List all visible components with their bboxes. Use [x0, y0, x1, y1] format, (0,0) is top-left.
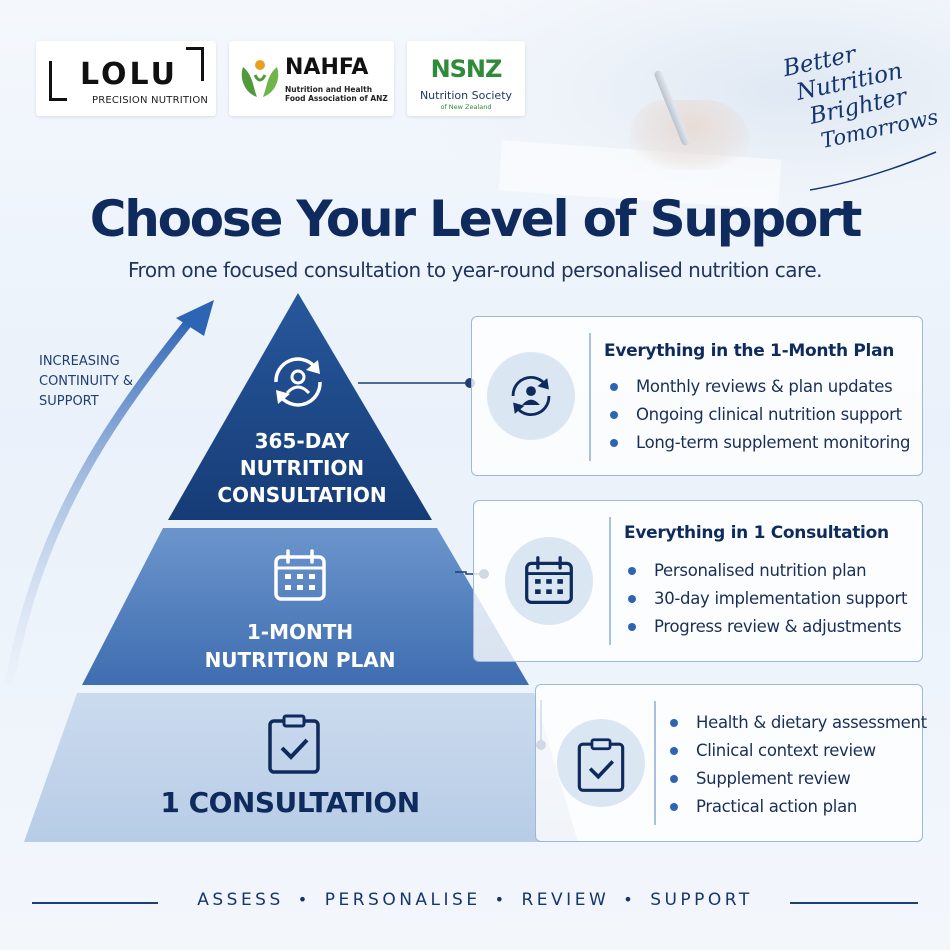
- card-single-divider: [654, 701, 656, 825]
- card-annual-plan: Everything in the 1-Month Plan Monthly r…: [471, 316, 923, 476]
- card-monthly-icon-circle: [505, 537, 593, 625]
- list-item: Practical action plan: [668, 793, 927, 821]
- card-annual-divider: [589, 333, 591, 461]
- page-title: Choose Your Level of Support: [89, 190, 863, 248]
- footer-word-personalise: PERSONALISE: [324, 890, 481, 910]
- lolu-subtitle: PRECISION NUTRITION: [92, 95, 209, 106]
- list-item: Monthly reviews & plan updates: [608, 373, 910, 401]
- tier-middle-line1: 1-MONTH: [246, 620, 354, 644]
- background-hand: [630, 100, 750, 170]
- tier-middle-label: 1-MONTH NUTRITION PLAN: [130, 618, 470, 674]
- nahfa-subtitle-line2: Food Association of ANZ: [285, 94, 388, 103]
- clipboard-check-icon: [577, 738, 625, 792]
- nsnz-wordmark: NSNZ: [430, 55, 503, 83]
- tagline-swash: [809, 151, 937, 191]
- nahfa-logo: NAHFA Nutrition and Health Food Associat…: [229, 41, 394, 116]
- card-monthly-divider: [609, 517, 611, 645]
- nahfa-leaf-icon: [241, 60, 279, 97]
- refresh-user-icon: [274, 357, 322, 407]
- nsnz-subtitle: of New Zealand: [440, 103, 492, 111]
- footer-separator: •: [494, 890, 508, 909]
- list-item: Personalised nutrition plan: [626, 557, 907, 585]
- continuity-label-line1: INCREASING: [39, 354, 120, 369]
- list-item: 30-day implementation support: [626, 585, 907, 613]
- nsnz-name: Nutrition Society: [419, 89, 513, 102]
- page-subtitle: From one focused consultation to year-ro…: [128, 258, 823, 282]
- card-monthly-list: Personalised nutrition plan 30-day imple…: [626, 557, 907, 641]
- continuity-label-line2: CONTINUITY &: [39, 374, 134, 389]
- continuity-arrow: [5, 313, 197, 685]
- list-item: Ongoing clinical nutrition support: [608, 401, 910, 429]
- card-monthly-plan: Everything in 1 Consultation Personalise…: [473, 500, 923, 662]
- footer-line-right: [790, 902, 918, 904]
- tier-top-line3: CONSULTATION: [217, 483, 387, 507]
- calendar-icon: [525, 556, 573, 604]
- tier-middle-line2: NUTRITION PLAN: [204, 648, 396, 672]
- calendar-icon: [274, 549, 326, 601]
- continuity-label: INCREASING CONTINUITY & SUPPORT: [39, 352, 133, 412]
- lolu-bracket-right: [186, 47, 204, 81]
- card-annual-list: Monthly reviews & plan updates Ongoing c…: [608, 373, 911, 457]
- clipboard-check-icon: [268, 714, 320, 774]
- lolu-logo: LOLU PRECISION NUTRITION: [36, 41, 216, 116]
- card-monthly-heading: Everything in 1 Consultation: [624, 523, 889, 543]
- tier-bottom-shape: [24, 693, 578, 842]
- tier-top-line2: NUTRITION: [239, 456, 365, 480]
- footer-word-review: REVIEW: [521, 890, 610, 910]
- footer-word-assess: ASSESS: [197, 890, 284, 910]
- footer-separator: •: [297, 890, 311, 909]
- tier-top-line1: 365-DAY: [254, 429, 350, 453]
- list-item: Health & dietary assessment: [668, 709, 927, 737]
- list-item: Progress review & adjustments: [626, 613, 907, 641]
- continuity-arrowhead: [176, 300, 214, 336]
- list-item: Supplement review: [668, 765, 927, 793]
- refresh-user-icon: [511, 375, 551, 417]
- footer-word-support: SUPPORT: [650, 890, 753, 910]
- card-annual-icon-circle: [487, 352, 575, 440]
- nahfa-subtitle-line1: Nutrition and Health: [285, 85, 373, 94]
- tier-middle-shape: [82, 528, 529, 685]
- footer-separator: •: [623, 890, 637, 909]
- tier-top-label: 365-DAY NUTRITION CONSULTATION: [180, 428, 424, 509]
- card-annual-heading: Everything in the 1-Month Plan: [604, 341, 895, 361]
- list-item: Clinical context review: [668, 737, 927, 765]
- continuity-label-line3: SUPPORT: [39, 394, 99, 409]
- card-single-icon-circle: [557, 719, 645, 807]
- nsnz-logo: NSNZ Nutrition Society of New Zealand: [407, 41, 525, 116]
- lolu-bracket-left: [49, 61, 67, 101]
- footer-line-left: [32, 902, 158, 904]
- card-single-consultation: Health & dietary assessment Clinical con…: [535, 684, 927, 842]
- card-single-list: Health & dietary assessment Clinical con…: [668, 709, 927, 821]
- tier-bottom-label: 1 CONSULTATION: [160, 786, 420, 819]
- lolu-wordmark: LOLU: [80, 57, 178, 92]
- footer-values: ASSESS • PERSONALISE • REVIEW • SUPPORT: [160, 890, 790, 910]
- nahfa-wordmark: NAHFA: [285, 55, 369, 80]
- nahfa-subtitle: Nutrition and Health Food Association of…: [285, 85, 388, 103]
- list-item: Long-term supplement monitoring: [608, 429, 911, 457]
